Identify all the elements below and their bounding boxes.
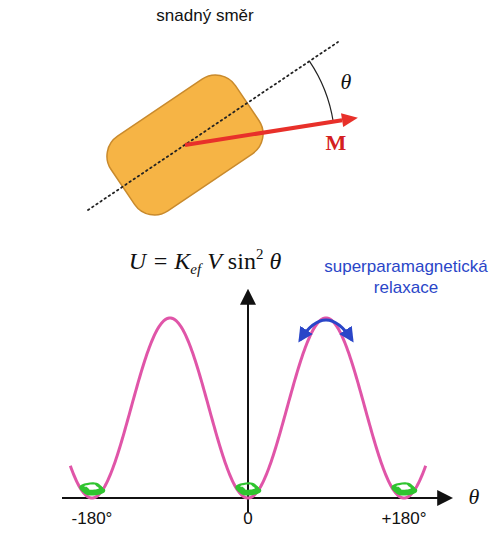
tick-label: +180° <box>381 509 426 529</box>
formula-term: V <box>207 248 222 274</box>
energy-curve <box>70 318 425 498</box>
magnetization-arrow <box>185 120 342 145</box>
fluctuation-group <box>80 483 416 495</box>
fluctuation-spiral <box>80 483 104 495</box>
formula-function: sin <box>228 248 256 274</box>
angle-axis <box>62 497 450 499</box>
formula-term: U = K <box>129 248 191 274</box>
fluctuation-spiral <box>236 483 260 495</box>
angle-arc <box>309 61 333 121</box>
axis-label: θ <box>469 484 480 510</box>
tick-label: -180° <box>72 509 113 529</box>
angle-label: θ <box>341 69 352 95</box>
tick-label: 0 <box>243 509 252 529</box>
energy-formula: U = Kef Vsin2θ <box>129 246 281 278</box>
fluctuation-spiral <box>392 483 416 495</box>
vector-label: M <box>326 130 347 156</box>
axis-label: snadný směr <box>156 6 253 26</box>
formula-subscript: ef <box>190 261 201 277</box>
formula-superscript: 2 <box>256 246 264 262</box>
arrow-head <box>341 113 358 127</box>
process-label: superparamagnetická relaxace <box>316 257 496 298</box>
relaxation-arrow <box>300 320 352 340</box>
energy-axis <box>247 292 249 512</box>
formula-term: θ <box>269 248 281 274</box>
